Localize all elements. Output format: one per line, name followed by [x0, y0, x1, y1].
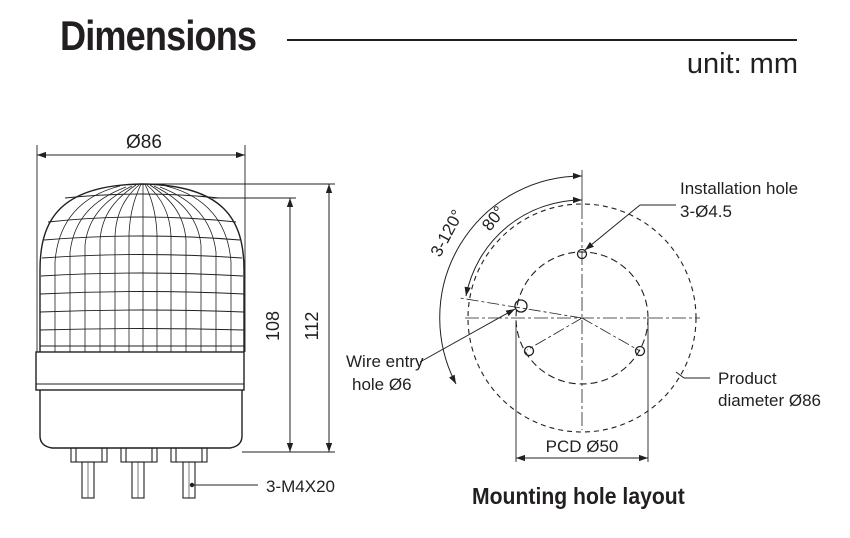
installation-hole-left: [523, 345, 535, 357]
angle-120-arc: [439, 172, 583, 385]
base-body: [39, 390, 243, 449]
wire-entry-leader: [419, 308, 516, 363]
unit-label: unit: mm: [686, 48, 798, 80]
screw-label: 3-M4X20: [266, 477, 335, 496]
lens-rings: [39, 193, 245, 347]
base-collar: [35, 351, 245, 391]
installation-hole-label-2: 3-Ø4.5: [680, 202, 732, 221]
installation-hole-leader: [584, 204, 641, 251]
lens-ribs: [54, 183, 232, 352]
angle-80-arc: [464, 196, 583, 297]
angle-120-label: 3-120°: [427, 207, 467, 260]
mounting-layout-caption: Mounting hole layout: [472, 483, 685, 509]
product-diameter-label-2: diameter Ø86: [718, 391, 821, 410]
installation-hole-right: [634, 345, 646, 357]
mounting-bolts: [70, 447, 208, 499]
diameter-label: Ø86: [126, 132, 162, 153]
page-title: Dimensions: [60, 12, 257, 59]
lens-dome: [39, 183, 245, 352]
height-112-label: 112: [302, 312, 322, 341]
wire-entry-hole: [514, 299, 528, 313]
installation-hole-label-1: Installation hole: [680, 179, 798, 198]
wire-entry-label-1: Wire entry: [346, 352, 424, 371]
side-view: [35, 145, 335, 499]
wire-entry-label-2: hole Ø6: [352, 375, 412, 394]
product-diameter-label-1: Product: [718, 369, 777, 388]
pcd-label: PCD Ø50: [546, 437, 619, 456]
height-108-label: 108: [263, 311, 283, 341]
title-divider: [287, 39, 797, 41]
mounting-layout: [419, 170, 710, 462]
